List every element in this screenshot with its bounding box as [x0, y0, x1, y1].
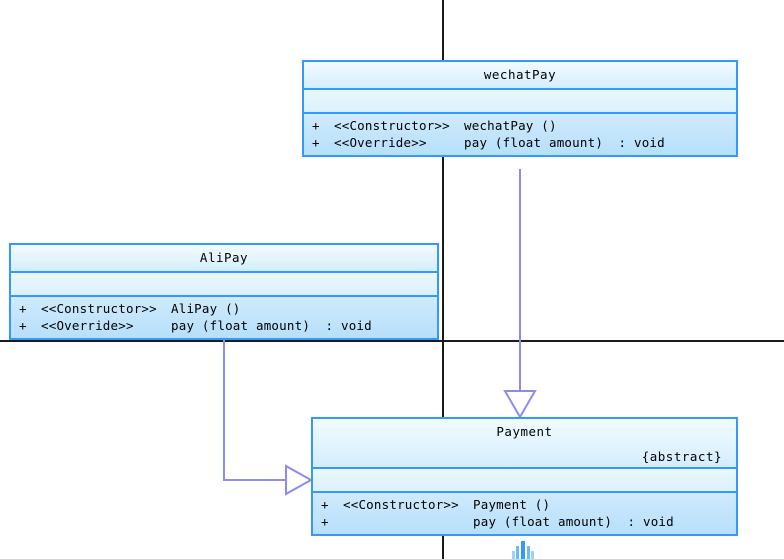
class-attributes-compartment-wechatpay: [304, 90, 736, 114]
operation-row: + pay (float amount) : void: [321, 513, 728, 530]
operation-row: + <<Constructor>> wechatPay (): [312, 117, 728, 134]
class-operations-compartment-alipay: + <<Constructor>> AliPay () + <<Override>> p…: [11, 297, 437, 338]
operation-stereotype: <<Constructor>>: [334, 118, 450, 133]
operation-row: + <<Constructor>> Payment (): [321, 496, 728, 513]
operation-row: + <<Override>> pay (float amount) : void: [19, 317, 429, 334]
class-box-wechatpay[interactable]: wechatPay + <<Constructor>> wechatPay () +…: [302, 60, 738, 157]
operation-stereotype: <<Constructor>>: [41, 301, 157, 316]
generalization-arrowhead-alipay: [285, 464, 314, 496]
operation-stereotype: <<Override>>: [41, 318, 134, 333]
class-title-wechatpay: wechatPay: [483, 67, 557, 82]
class-box-payment[interactable]: Payment {abstract} + <<Constructor>> Payme…: [311, 417, 738, 536]
operation-signature: wechatPay (): [464, 118, 557, 133]
generalization-alipay-to-payment[interactable]: [223, 334, 314, 496]
class-attributes-compartment-alipay: [11, 273, 437, 297]
operation-stereotype: <<Override>>: [334, 135, 427, 150]
visibility-marker: +: [312, 135, 320, 150]
generalization-arrowhead-wechatpay: [503, 390, 537, 420]
operation-signature: pay (float amount) : void: [464, 135, 665, 150]
generalization-line-alipay: [223, 334, 286, 481]
operation-signature: AliPay (): [171, 301, 241, 316]
vertical-page-guide: [442, 0, 444, 559]
visibility-marker: +: [19, 301, 27, 316]
operation-signature: pay (float amount) : void: [171, 318, 372, 333]
abstract-marker-payment: {abstract}: [641, 449, 722, 464]
class-operations-compartment-wechatpay: + <<Constructor>> wechatPay () + <<Override…: [304, 114, 736, 155]
class-attributes-compartment-payment: [313, 469, 736, 493]
class-name-compartment-wechatpay: wechatPay: [304, 62, 736, 90]
class-box-alipay[interactable]: AliPay + <<Constructor>> AliPay () + <<Over…: [9, 243, 439, 340]
class-title-alipay: AliPay: [199, 250, 249, 265]
operation-signature: pay (float amount) : void: [473, 514, 674, 529]
operation-signature: Payment (): [473, 497, 551, 512]
visibility-marker: +: [321, 497, 329, 512]
visibility-marker: +: [19, 318, 27, 333]
class-operations-compartment-payment: + <<Constructor>> Payment () + pay (float a…: [313, 493, 736, 534]
operation-stereotype: <<Constructor>>: [343, 497, 459, 512]
connection-point-nub: [512, 541, 534, 559]
visibility-marker: +: [312, 118, 320, 133]
visibility-marker: +: [321, 514, 329, 529]
generalization-wechatpay-to-payment[interactable]: [503, 169, 537, 420]
class-name-compartment-payment: Payment {abstract}: [313, 419, 736, 469]
operation-row: + <<Constructor>> AliPay (): [19, 300, 429, 317]
class-title-payment: Payment: [496, 424, 553, 439]
horizontal-page-guide: [0, 340, 784, 342]
operation-row: + <<Override>> pay (float amount) : void: [312, 134, 728, 151]
class-name-compartment-alipay: AliPay: [11, 245, 437, 273]
